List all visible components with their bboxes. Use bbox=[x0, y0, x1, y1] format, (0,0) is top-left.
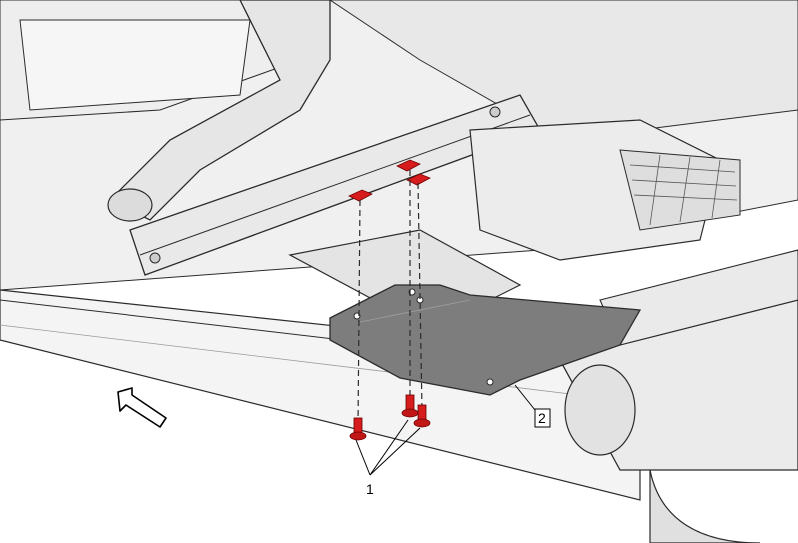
exhaust-pipe-upper bbox=[107, 0, 331, 222]
callout-2: 2 bbox=[534, 408, 551, 428]
callout-1-label: 1 bbox=[366, 481, 374, 497]
callout-2-label: 2 bbox=[538, 410, 546, 426]
callout-1-leaders bbox=[355, 419, 421, 476]
transmission-housing bbox=[469, 119, 741, 261]
callout-2-leader bbox=[514, 384, 536, 411]
fastener-left bbox=[349, 417, 367, 441]
front-direction-arrow-icon bbox=[117, 387, 167, 428]
push-pin-fasteners bbox=[349, 394, 431, 441]
skid-plate bbox=[329, 284, 642, 396]
installation-guide-lines bbox=[357, 170, 423, 426]
exhaust-muffler bbox=[288, 229, 798, 471]
fastener-seats bbox=[348, 159, 431, 202]
fastener-right bbox=[413, 404, 431, 428]
